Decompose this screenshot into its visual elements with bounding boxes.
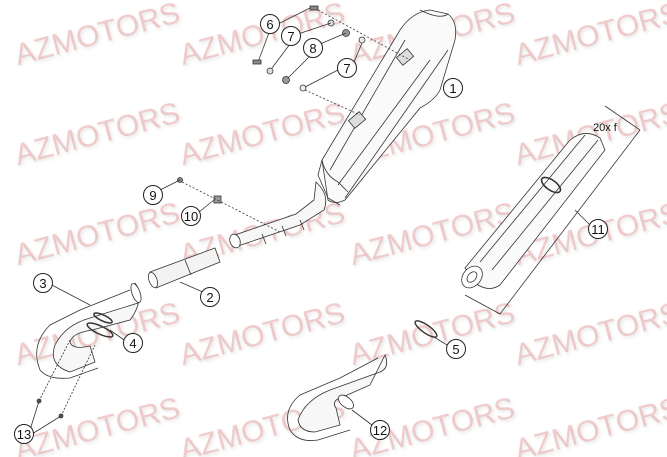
quantity-label: 20x f (593, 122, 617, 134)
seal-ring-part (414, 320, 448, 346)
part-callout-6: 6 (260, 14, 280, 34)
part-callout-8: 8 (303, 38, 323, 58)
header-pipe-alt-part (287, 354, 388, 441)
part-callout-10: 10 (181, 206, 201, 226)
mid-pipe-part (147, 247, 221, 294)
part-callout-7: 7 (281, 26, 301, 46)
part-callout-9: 9 (143, 185, 163, 205)
part-callout-2: 2 (200, 287, 220, 307)
nut-parts (29, 339, 96, 435)
mounting-hardware (159, 5, 411, 233)
part-callout-12: 12 (370, 420, 390, 440)
silencer-part (317, 9, 457, 206)
part-callout-1: 1 (443, 78, 463, 98)
part-callout-4: 4 (123, 333, 143, 353)
part-callout-3: 3 (33, 273, 53, 293)
part-callout-13: 13 (14, 424, 34, 444)
header-pipe-part (36, 282, 142, 379)
gasket-part (86, 312, 125, 341)
part-callout-11: 11 (588, 219, 608, 239)
link-pipe-part (229, 181, 327, 249)
silencer-packing-part (461, 105, 641, 315)
part-callout-7: 7 (337, 58, 357, 78)
part-callout-5: 5 (446, 339, 466, 359)
